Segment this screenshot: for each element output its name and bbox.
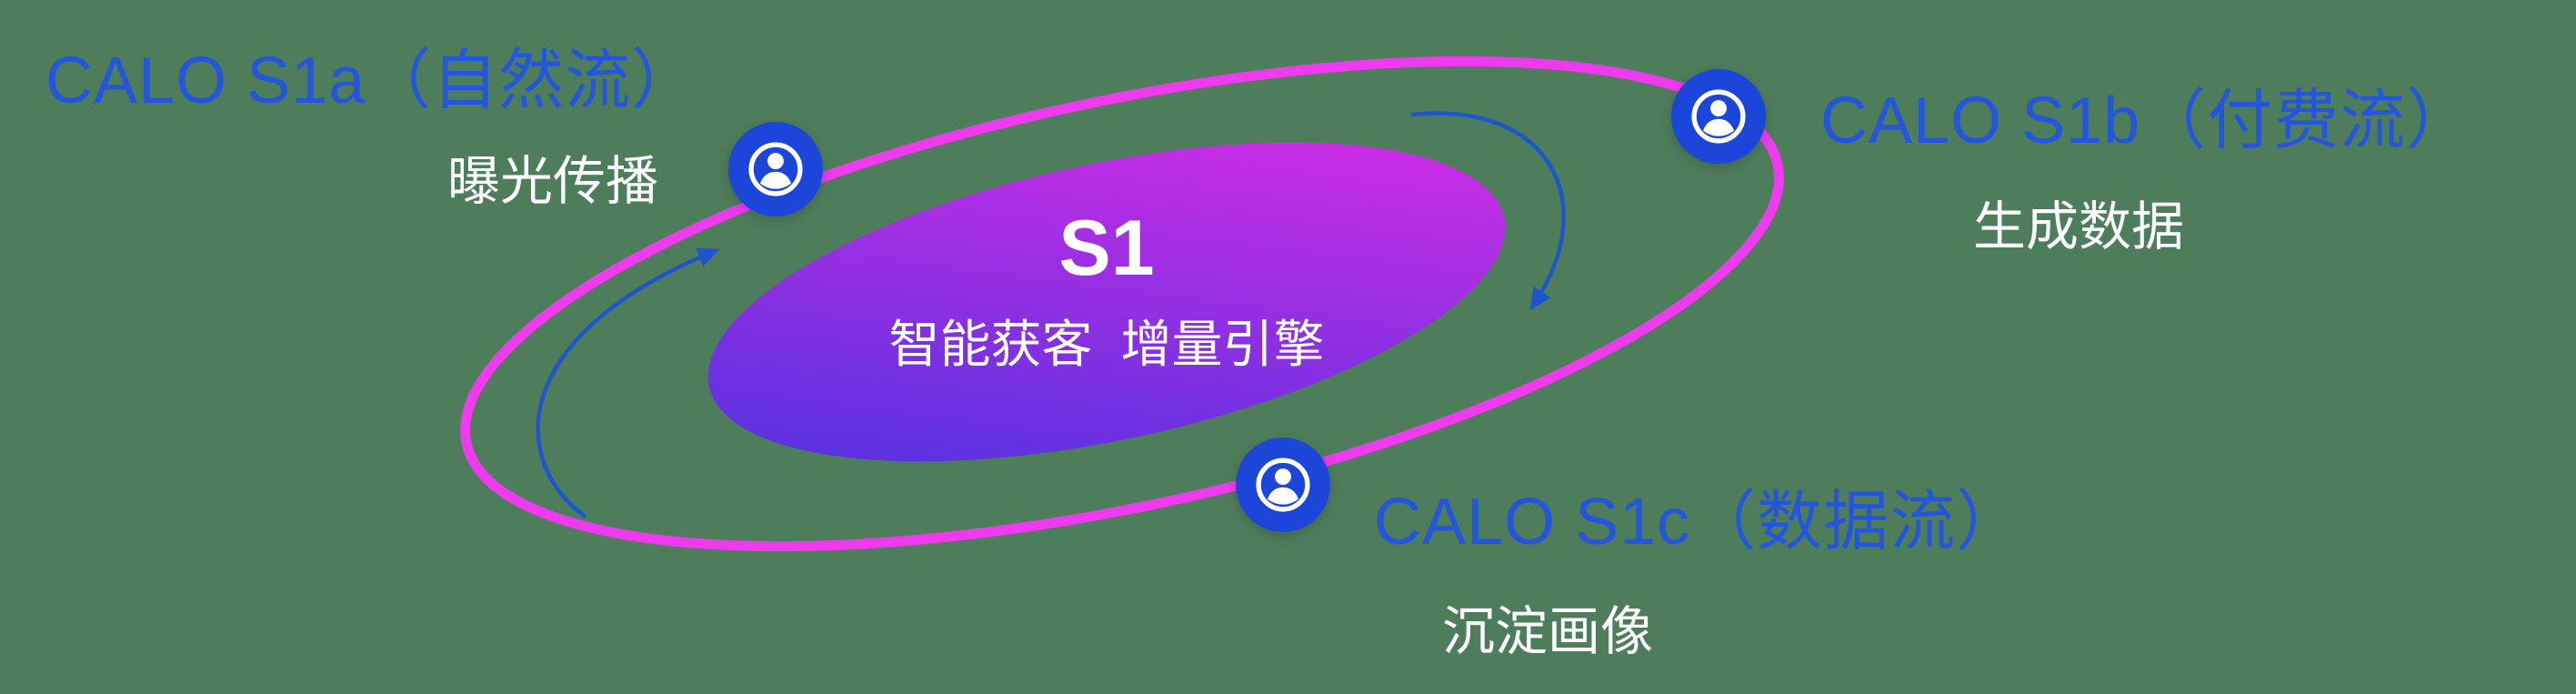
core-subtitle: 智能获客 增量引擎 (888, 316, 1325, 374)
node-subtitle-s1c: 沉淀画像 (1442, 602, 1654, 661)
user-in-circle-icon (1691, 89, 1746, 144)
core-label: S1 智能获客 增量引擎 (788, 207, 1425, 377)
orbit-ring (460, 55, 1784, 552)
node-title-s1a: CALO S1a（自然流） (45, 45, 698, 117)
node-subtitle-s1a: 曝光传播 (447, 152, 659, 211)
node-badge-s1c (1236, 438, 1330, 532)
node-badge-s1b (1671, 69, 1766, 164)
user-in-circle-icon (1256, 458, 1310, 512)
node-title-s1c: CALO S1c（数据流） (1374, 486, 2023, 558)
arrow-clockwise-top-right (1410, 111, 1566, 310)
user-in-circle-icon (748, 142, 803, 196)
node-badge-s1a (728, 122, 823, 216)
core-title: S1 (1058, 205, 1155, 292)
node-title-s1b: CALO S1b（付费流） (1820, 85, 2473, 157)
core-ellipse (707, 142, 1506, 462)
arrow-counterclockwise-left (536, 247, 720, 518)
node-subtitle-s1b: 生成数据 (1973, 197, 2185, 256)
